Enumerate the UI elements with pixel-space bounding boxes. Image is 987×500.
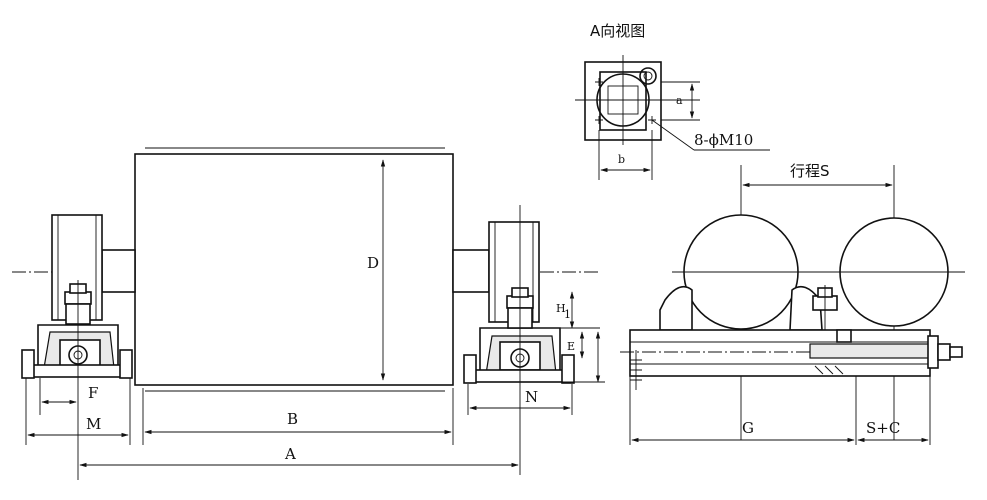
dim-M-label: M	[86, 415, 101, 433]
dim-H1-sub: 1	[564, 308, 571, 321]
dim-SC-label: S+C	[866, 419, 900, 437]
side-bearing-left	[659, 285, 693, 331]
dim-B-label: B	[287, 410, 298, 428]
right-bearing	[463, 205, 575, 475]
bolt-spec-leader	[651, 119, 695, 151]
right-shaft	[452, 249, 490, 293]
side-view: 行程S G S+C	[620, 162, 965, 445]
a-view-title: A向视图	[590, 22, 645, 40]
dim-b-label: b	[618, 153, 625, 166]
front-view: D H 1 E F M B N A	[12, 147, 605, 480]
dim-H1-label: H	[556, 302, 566, 315]
dim-G-label: G	[742, 419, 754, 437]
dim-a-label: a	[676, 94, 683, 107]
dim-D-label: D	[367, 254, 379, 272]
tension-screw	[809, 343, 931, 359]
dim-F-label: F	[88, 384, 98, 402]
bolt-spec-label: 8-ϕM10	[694, 131, 753, 149]
dim-N-label: N	[525, 388, 538, 406]
stroke-S-label: 行程S	[790, 162, 830, 180]
left-shaft	[101, 249, 136, 293]
dim-A-label: A	[284, 445, 296, 463]
drum-body	[134, 153, 454, 386]
a-view: A向视图 a b 8-ϕM10	[575, 22, 770, 180]
dim-E-label: E	[567, 340, 575, 353]
left-bearing	[21, 214, 133, 480]
